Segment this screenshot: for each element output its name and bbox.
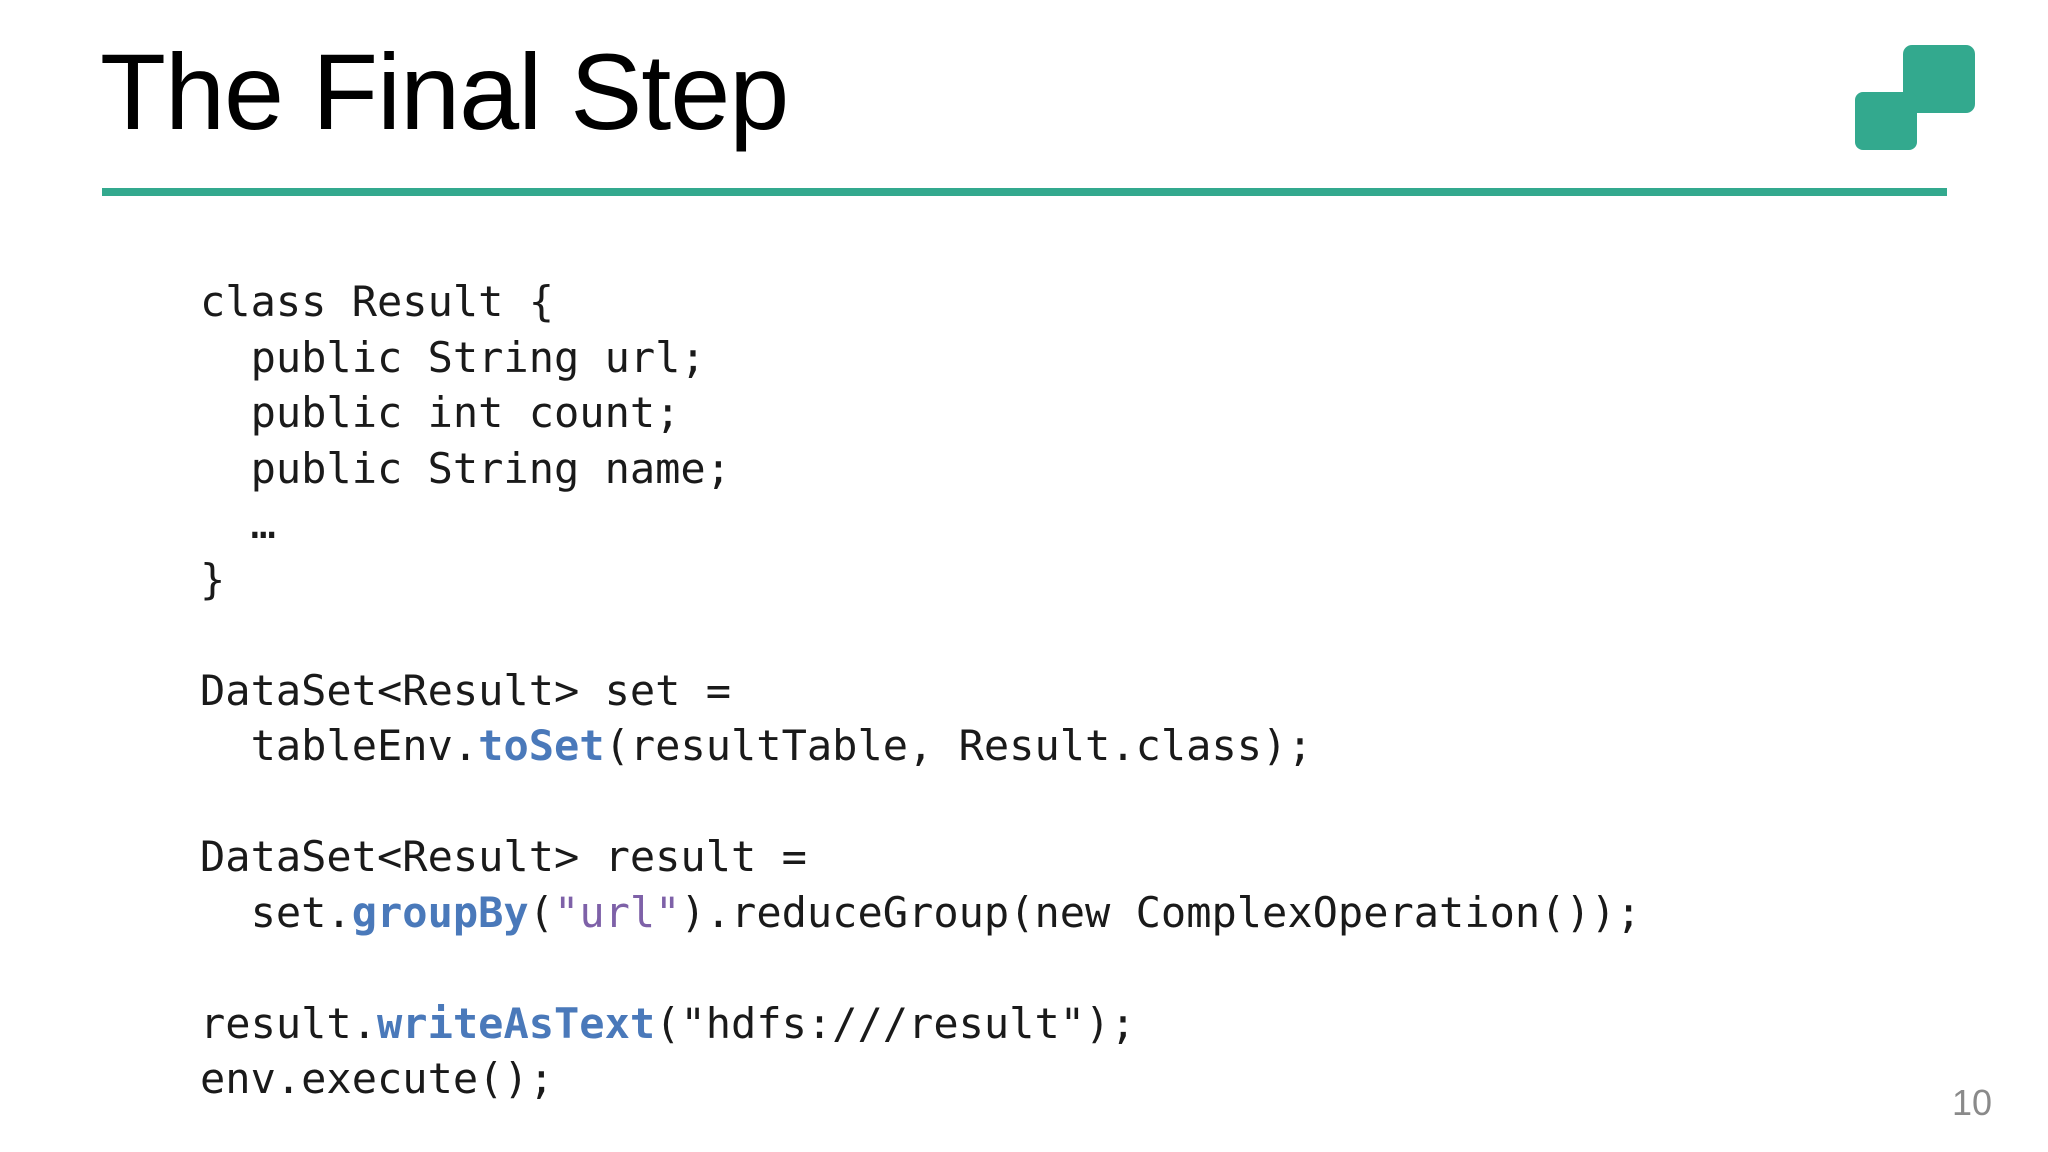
- code-token-plain: env.execute();: [200, 1054, 555, 1103]
- code-block: class Result { public String url; public…: [200, 274, 1641, 1107]
- code-token-plain: public int count;: [200, 388, 681, 437]
- code-token-plain: set.: [200, 887, 352, 937]
- code-token-method: toSet: [478, 721, 605, 770]
- code-token-plain: public String url;: [200, 332, 706, 382]
- code-token-method: writeAsText: [377, 998, 656, 1048]
- code-token-string: "url": [554, 887, 681, 937]
- code-token-plain: (resultTable, Result.class);: [604, 721, 1313, 770]
- code-token-plain: (: [528, 887, 555, 937]
- code-token-plain: class Result {: [200, 277, 555, 326]
- logo-square-small-icon: [1855, 92, 1917, 150]
- code-line: public String name;: [200, 441, 1641, 497]
- code-token-plain: DataSet<Result> result =: [200, 832, 807, 881]
- code-token-plain: }: [200, 554, 226, 604]
- code-token-plain: DataSet<Result> set =: [200, 665, 732, 715]
- code-line: DataSet<Result> result =: [200, 829, 1641, 885]
- code-token-plain: tableEnv.: [200, 721, 479, 770]
- page-title: The Final Step: [100, 31, 789, 152]
- code-line: public int count;: [200, 385, 1641, 441]
- code-line: env.execute();: [200, 1051, 1641, 1107]
- code-line: class Result {: [200, 274, 1641, 330]
- code-line: …: [200, 496, 1641, 552]
- code-line: [200, 774, 1641, 830]
- code-token-plain: result.: [200, 998, 378, 1048]
- apache-flink-squares-logo: [1855, 45, 1985, 150]
- code-token-plain: …: [200, 499, 276, 548]
- title-divider: [102, 188, 1947, 196]
- page-number: 10: [1951, 1082, 1992, 1123]
- code-line: set.groupBy("url").reduceGroup(new Compl…: [200, 885, 1642, 941]
- code-line: tableEnv.toSet(resultTable, Result.class…: [200, 718, 1641, 774]
- code-line: DataSet<Result> set =: [200, 663, 1641, 719]
- code-token-plain: ).reduceGroup(new ComplexOperation());: [680, 887, 1642, 937]
- code-token-method: groupBy: [351, 887, 529, 937]
- code-token-plain: ("hdfs:///result");: [655, 998, 1136, 1048]
- code-line: [200, 607, 1641, 663]
- code-line: public String url;: [200, 330, 1641, 386]
- code-line: [200, 940, 1641, 996]
- code-line: }: [200, 552, 1641, 608]
- code-line: result.writeAsText("hdfs:///result");: [200, 996, 1641, 1052]
- code-token-plain: public String name;: [200, 443, 732, 493]
